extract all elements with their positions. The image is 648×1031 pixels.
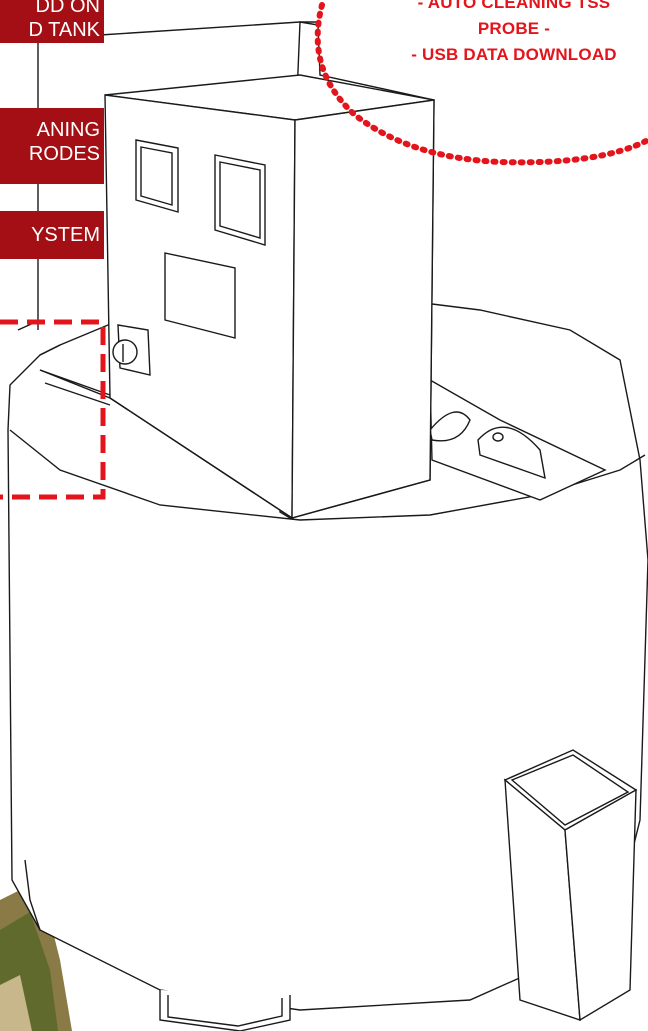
callout-line1: - AUTO CLEANING TSS: [417, 0, 611, 12]
callout-dotted-border: [314, 2, 648, 166]
system-label: YSTEM: [0, 211, 104, 259]
system-label-line1: YSTEM: [31, 224, 100, 246]
control-cabinet: [39, 21, 435, 520]
side-box: [503, 749, 638, 1022]
tank-label-line2: D TANK: [28, 19, 101, 41]
tank-label-line1: DD ON: [35, 0, 100, 17]
highlight-dashed-box: [0, 319, 106, 500]
cleaning-label-line1: ANING: [36, 119, 100, 141]
cleaning-label-line2: RODES: [28, 143, 100, 165]
tank-label: DD ON D TANK: [0, 0, 104, 43]
cleaning-label: ANING RODES: [0, 108, 104, 184]
callout-line3: - USB DATA DOWNLOAD: [411, 45, 617, 64]
callout-line2: PROBE -: [477, 19, 551, 38]
callout-text: - AUTO CLEANING TSS PROBE - - USB DATA D…: [380, 0, 648, 68]
top-hatch: [429, 378, 607, 501]
bottom-outlet: [159, 990, 291, 1031]
photo-corner: [0, 880, 72, 1031]
